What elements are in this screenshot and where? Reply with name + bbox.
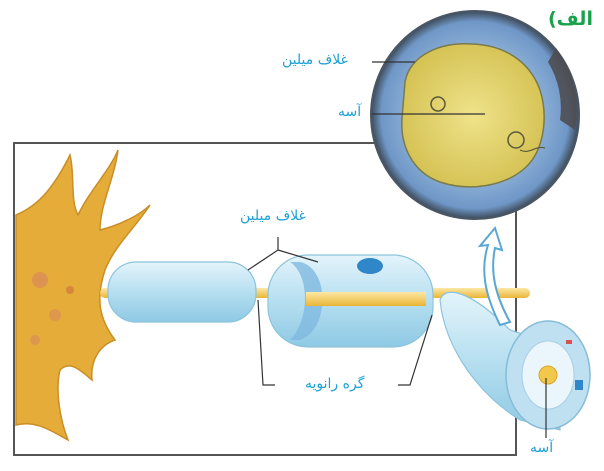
panel-label: الف)	[548, 8, 593, 30]
axon-cross-section	[506, 321, 590, 429]
label-axon-top: آسه	[338, 104, 361, 120]
myelin-segment-2	[268, 255, 433, 347]
label-node-of-ranvier: گره رانویه	[305, 376, 364, 392]
label-myelin-top: غلاف میلین	[282, 52, 348, 68]
magnified-cross-section	[371, 11, 579, 219]
label-axon-bottom: آسه	[530, 440, 553, 456]
label-myelin-mid: غلاف میلین	[240, 208, 306, 224]
myelin-segment-1	[108, 262, 256, 322]
